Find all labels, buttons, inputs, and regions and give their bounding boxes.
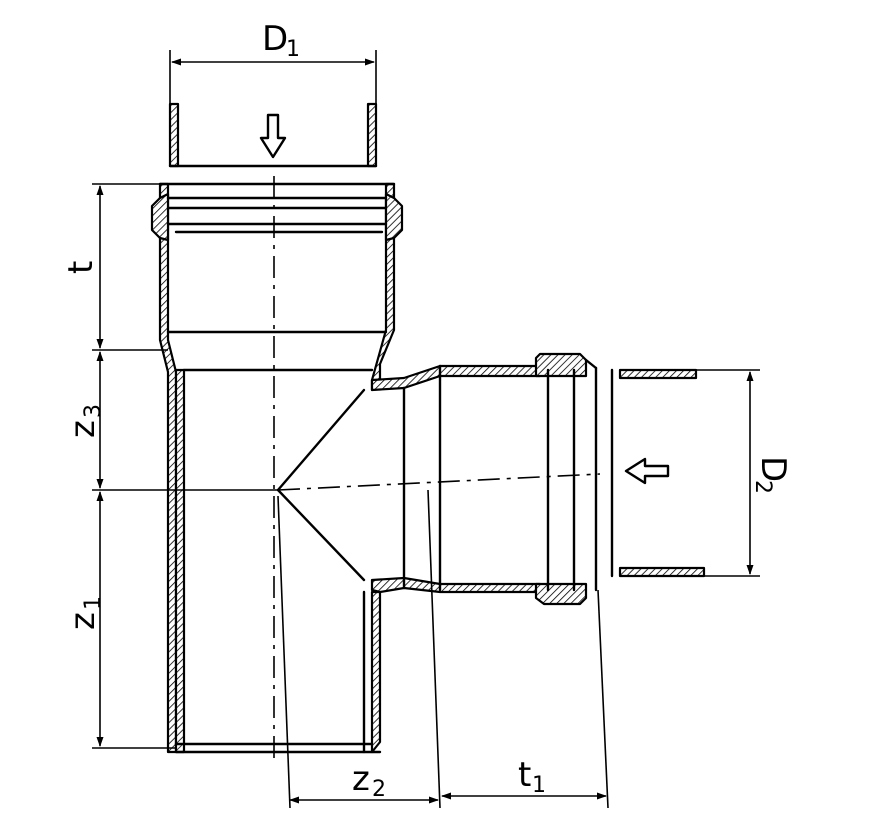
label-t1: t 1	[518, 755, 546, 798]
svg-text:D: D	[753, 456, 793, 482]
svg-text:2: 2	[750, 480, 775, 494]
top-inserted-pipe	[168, 50, 378, 168]
svg-text:t: t	[61, 261, 101, 274]
svg-text:1: 1	[81, 596, 106, 610]
label-z1: z 1	[63, 596, 106, 630]
svg-text:z: z	[352, 759, 370, 799]
branch-horizontal	[276, 352, 598, 606]
svg-text:1: 1	[532, 773, 546, 798]
svg-text:3: 3	[81, 404, 106, 418]
label-d1: D 1	[262, 19, 300, 62]
label-t: t	[61, 261, 101, 274]
center-lines	[273, 176, 601, 760]
label-d2: D 2	[750, 456, 793, 494]
svg-text:z: z	[63, 612, 103, 630]
label-z3: z 3	[63, 404, 106, 438]
svg-text:z: z	[63, 420, 103, 438]
insert-arrow-down-icon	[259, 113, 287, 159]
dimension-lines	[92, 58, 754, 809]
right-inserted-pipe	[610, 368, 760, 578]
main-body-vertical	[150, 182, 404, 754]
svg-text:t: t	[518, 755, 531, 795]
insert-arrow-left-icon	[624, 457, 670, 485]
svg-text:D: D	[262, 19, 288, 59]
label-z2: z 2	[352, 759, 386, 802]
svg-text:2: 2	[372, 777, 386, 802]
svg-text:1: 1	[286, 37, 300, 62]
